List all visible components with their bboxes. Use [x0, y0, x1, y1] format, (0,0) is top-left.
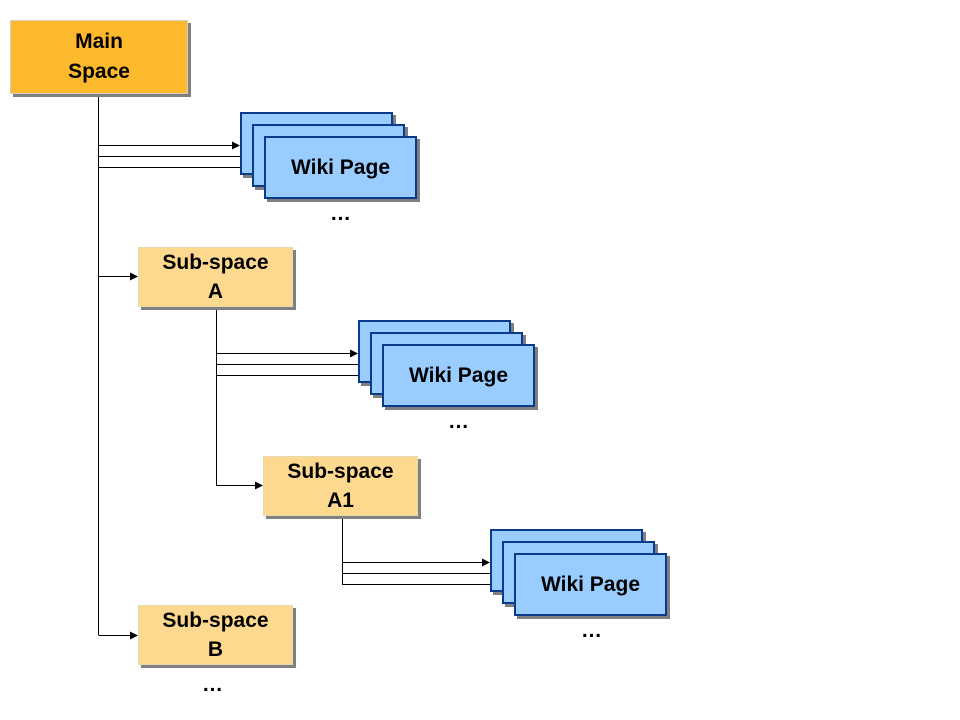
wiki-page-card: Wiki Page: [382, 344, 535, 407]
more-pages-ellipsis: …: [330, 202, 351, 225]
sub-space-a1-label-line-1: Sub-space: [287, 460, 394, 483]
wiki-page-card: Wiki Page: [514, 553, 667, 616]
wiki-page-label: Wiki Page: [290, 155, 390, 179]
wiki-page-label: Wiki Page: [408, 363, 508, 387]
sub-space-a1-node: Sub-space A1: [263, 456, 418, 516]
more-pages-ellipsis: …: [581, 619, 602, 642]
wiki-page-card: Wiki Page: [264, 136, 417, 199]
sub-space-a-label-line-2: A: [207, 280, 224, 303]
sub-space-a-node: Sub-space A: [138, 247, 293, 307]
more-sub-spaces-ellipsis: …: [202, 673, 223, 696]
sub-space-b-node: Sub-space B: [138, 605, 293, 665]
sub-space-a1-label-line-2: A1: [327, 489, 354, 512]
more-pages-ellipsis: …: [448, 410, 469, 433]
main-space-label-line-2: Space: [68, 60, 130, 83]
main-space-label-line-1: Main: [75, 30, 123, 53]
sub-space-b-label-line-2: B: [207, 638, 224, 661]
sub-space-a-label-line-1: Sub-space: [162, 251, 269, 274]
wiki-page-label: Wiki Page: [540, 572, 640, 596]
sub-space-b-label-line-1: Sub-space: [162, 609, 269, 632]
main-space-node: Main Space: [10, 20, 188, 94]
